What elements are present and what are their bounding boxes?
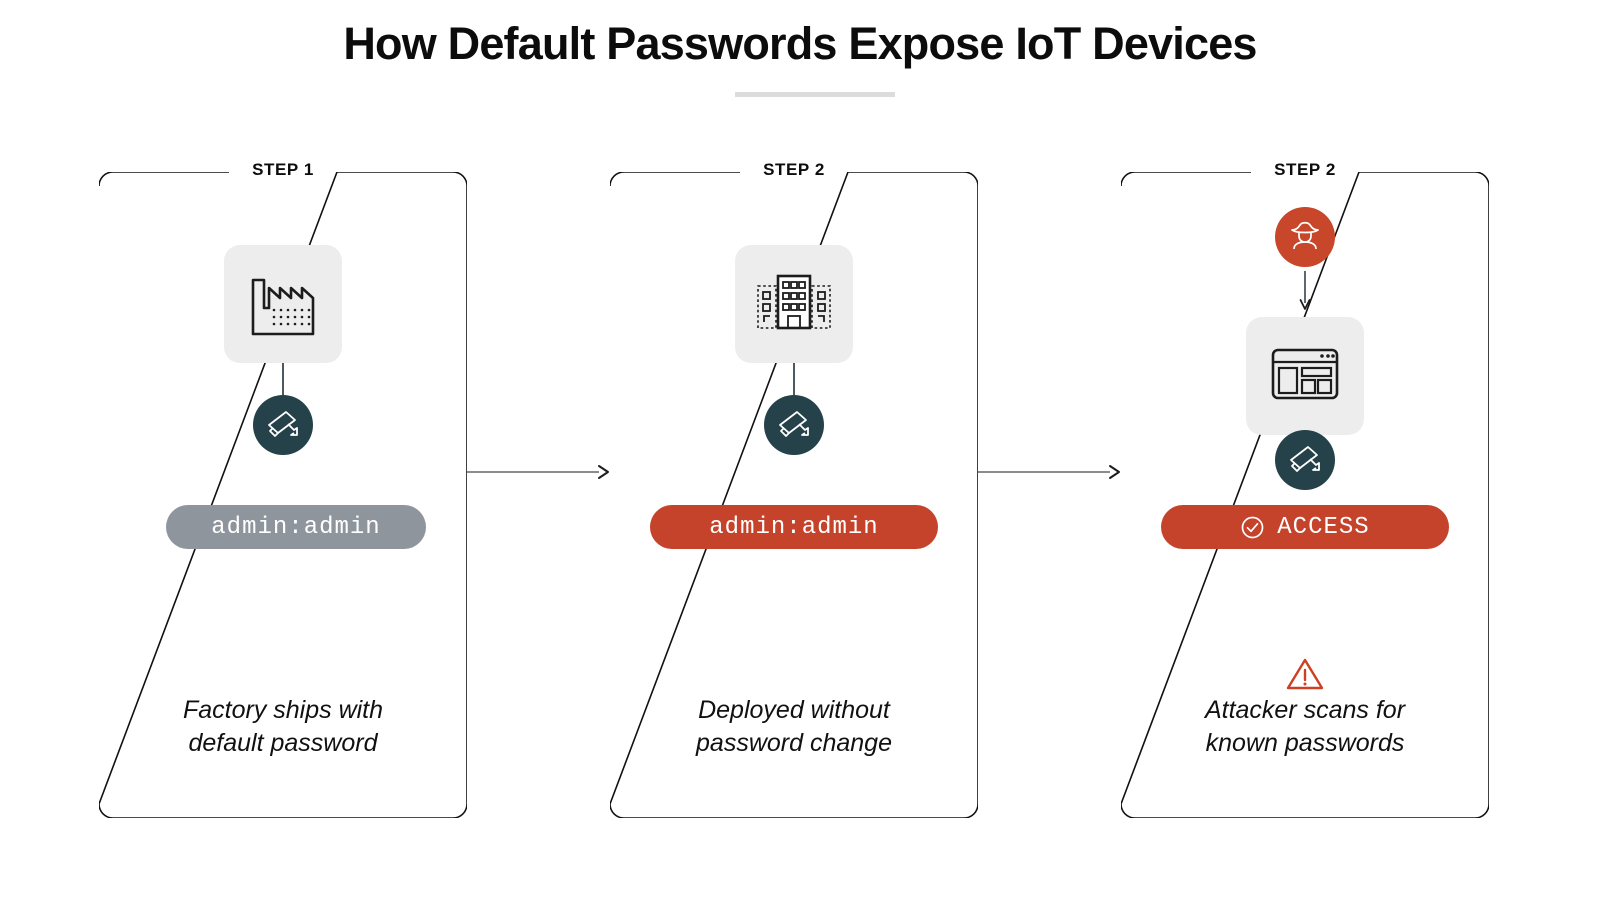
credential-text-2: admin:admin [709, 513, 879, 541]
caption-1-line-2: default password [188, 729, 378, 757]
credential-pill-1: admin:admin [166, 505, 426, 549]
caption-1-line-1: Factory ships with [182, 696, 384, 724]
arrow-down-attacker-to-browser [1299, 271, 1311, 316]
credential-pill-2: admin:admin [650, 505, 938, 549]
attacker-hacker-icon [1288, 219, 1322, 256]
credential-text-1: admin:admin [211, 513, 381, 541]
caption-2: Deployed without password change [610, 694, 978, 760]
browser-window-icon [1270, 345, 1340, 408]
step-card-1: STEP 1 [99, 160, 467, 818]
step-label-3: STEP 2 [1274, 160, 1336, 179]
security-camera-icon [777, 408, 811, 443]
browser-icon-tile [1246, 317, 1364, 435]
card-border-2 [610, 172, 978, 818]
step-label-1: STEP 1 [252, 160, 314, 179]
step-card-3: STEP 2 [1121, 160, 1489, 818]
factory-icon [247, 268, 319, 341]
access-badge-text: ACCESS [1277, 513, 1370, 541]
access-badge: ACCESS [1161, 505, 1449, 549]
caption-1: Factory ships with default password [99, 694, 467, 760]
connector-line-1 [282, 363, 284, 405]
caption-3-line-2: known passwords [1205, 729, 1405, 757]
connector-line-2 [793, 363, 795, 405]
step-label-2: STEP 2 [763, 160, 825, 179]
caption-3: Attacker scans for known passwords [1121, 694, 1489, 760]
caption-3-line-1: Attacker scans for [1204, 696, 1406, 724]
page-title: How Default Passwords Expose IoT Devices [343, 18, 1257, 69]
step-card-2: STEP 2 [610, 160, 978, 818]
warning-triangle-icon [1285, 656, 1325, 697]
camera-device-1 [253, 395, 313, 455]
card-border-1 [99, 172, 467, 818]
flow-arrow-2-3 [978, 464, 1121, 485]
title-divider [735, 92, 895, 97]
camera-device-2 [764, 395, 824, 455]
check-circle-icon [1240, 515, 1265, 540]
office-building-icon [754, 268, 834, 341]
camera-device-3 [1275, 430, 1335, 490]
attacker-avatar [1275, 207, 1335, 267]
security-camera-icon [266, 408, 300, 443]
caption-2-line-2: password change [696, 729, 892, 757]
card-border-3 [1121, 172, 1489, 818]
security-camera-icon [1288, 443, 1322, 478]
building-icon-tile [735, 245, 853, 363]
caption-2-line-1: Deployed without [698, 696, 890, 724]
factory-icon-tile [224, 245, 342, 363]
flow-arrow-1-2 [467, 464, 610, 485]
